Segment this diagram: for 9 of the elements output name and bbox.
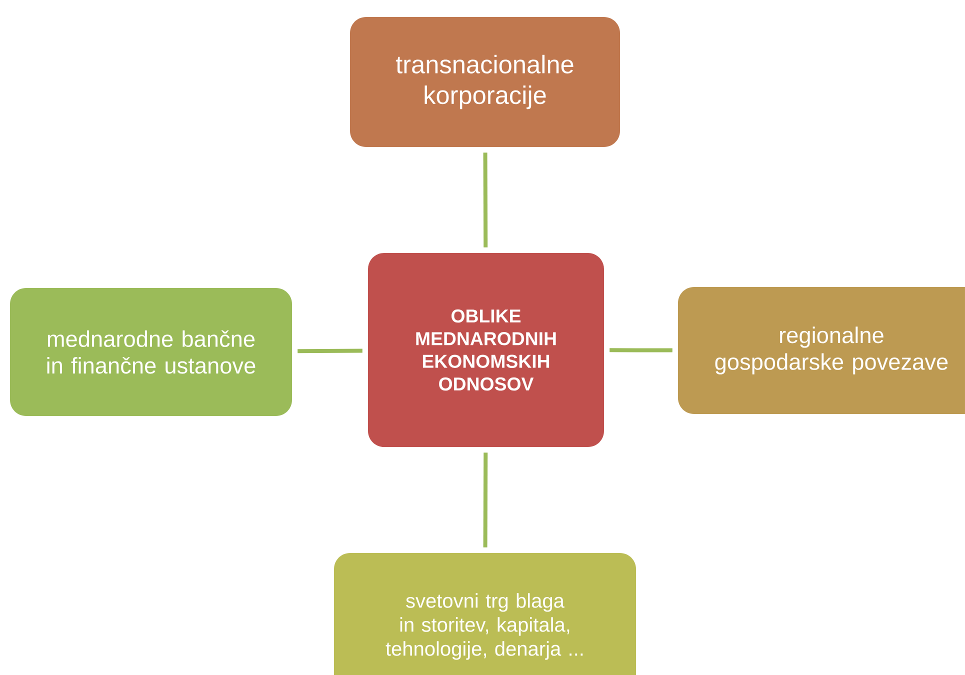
connector-line [298, 348, 362, 354]
topic-box: svetovni trg blaga in storitev, kapitala, tehnologije, denarja ... [334, 553, 636, 675]
connector-line [483, 152, 488, 248]
topic-box: transnacionalne korporacije [350, 17, 620, 147]
connector-line [610, 348, 672, 352]
connector-line [483, 452, 488, 548]
topic-box: mednarodne bančne in finančne ustanove [10, 288, 292, 416]
topic-box: regionalne gospodarske povezave [678, 287, 965, 414]
center-box: OBLIKE MEDNARODNIH EKONOMSKIH ODNOSOV [368, 253, 604, 447]
